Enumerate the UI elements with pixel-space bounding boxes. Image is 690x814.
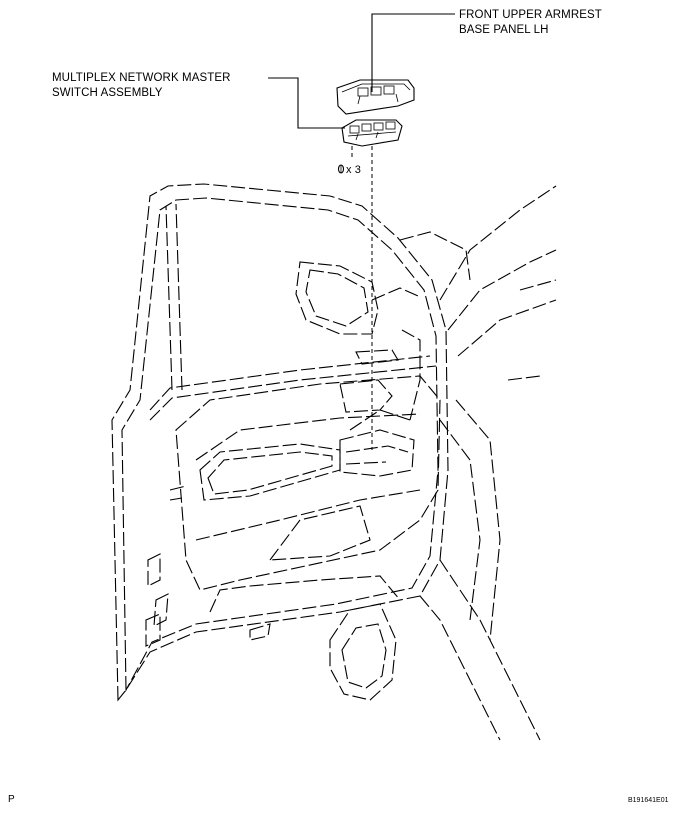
alignment-guides [351,146,373,450]
door-trim-panel [145,349,441,647]
switch-label-line1: MULTIPLEX NETWORK MASTER [52,72,231,84]
clip-icon [337,164,345,174]
armrest-base-panel [336,79,415,115]
corner-letter: P [8,794,15,805]
switch-label-line2: SWITCH ASSEMBLY [52,87,163,99]
vehicle-body [329,185,557,741]
master-switch-assembly [341,119,403,147]
figure-code: B191641E01 [628,797,669,804]
door-frame [111,183,449,702]
leader-lines [268,13,455,129]
armrest-label-line2: BASE PANEL LH [459,24,549,36]
side-mirror [295,261,419,335]
clip-count-label: x 3 [346,164,361,176]
armrest-label-line1: FRONT UPPER ARMREST [459,9,602,21]
